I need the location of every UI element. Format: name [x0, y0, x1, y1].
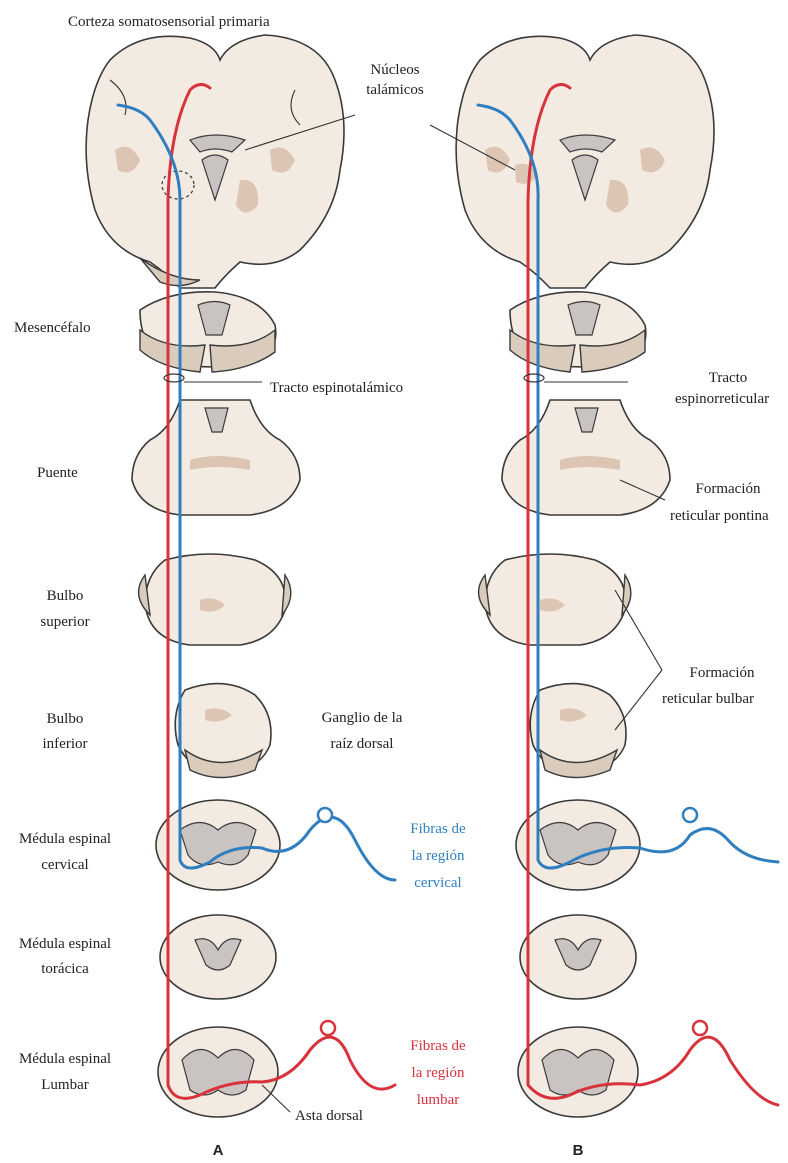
label-tracto-espinorreticular-line2: espinorreticular: [675, 391, 769, 407]
label-fibras-cervical-line2: la región: [412, 848, 465, 864]
label-fibras-lumbar-line2: la región: [412, 1065, 465, 1081]
panel-a-caption: A: [213, 1142, 224, 1159]
lower-medulla-section-b: [530, 684, 626, 778]
label-puente: Puente: [37, 465, 78, 481]
pons-section-a: [132, 400, 300, 515]
label-nucleos-line1: Núcleos: [370, 62, 419, 78]
label-medula-toracica-line2: torácica: [41, 961, 89, 977]
dorsal-root-ganglion-cervical-b: [683, 808, 697, 822]
upper-medulla-section-a: [139, 554, 291, 645]
label-formacion-bulbar-line1: Formación: [690, 665, 755, 681]
upper-medulla-section-b: [479, 554, 631, 645]
panel-a: [86, 35, 395, 1117]
label-nucleos-line2: talámicos: [366, 82, 424, 98]
panel-b: [456, 35, 778, 1117]
label-formacion-pontina-line2: reticular pontina: [670, 508, 769, 524]
label-corteza: Corteza somatosensorial primaria: [68, 14, 270, 30]
label-tracto-espinorreticular-line1: Tracto: [709, 370, 748, 386]
label-tracto-espinotalamico: Tracto espinotalámico: [270, 380, 403, 396]
cervical-cord-section-a: [156, 800, 280, 890]
label-formacion-pontina-line1: Formación: [696, 481, 761, 497]
label-medula-cervical-line2: cervical: [41, 857, 88, 873]
brain-section-a: [86, 35, 344, 288]
thoracic-cord-section-b: [520, 915, 636, 999]
panel-b-caption: B: [573, 1142, 584, 1159]
label-fibras-cervical-line3: cervical: [414, 875, 461, 891]
label-fibras-cervical-line1: Fibras de: [410, 821, 466, 837]
thoracic-cord-section-a: [160, 915, 276, 999]
label-ganglio-line1: Ganglio de la: [322, 710, 403, 726]
lower-medulla-section-a: [175, 684, 271, 778]
label-medula-lumbar-line2: Lumbar: [41, 1077, 88, 1093]
label-bulbo-superior-line1: Bulbo: [47, 588, 84, 604]
dorsal-root-ganglion-lumbar-b: [693, 1021, 707, 1035]
label-medula-toracica-line1: Médula espinal: [19, 936, 111, 952]
mesencephalon-section-b: [510, 292, 646, 372]
lumbar-cord-section-b: [518, 1027, 638, 1117]
label-formacion-bulbar-line2: reticular bulbar: [662, 691, 754, 707]
label-medula-cervical-line1: Médula espinal: [19, 831, 111, 847]
lumbar-cord-section-a: [158, 1027, 278, 1117]
label-fibras-lumbar-line3: lumbar: [417, 1092, 460, 1108]
label-mesencefalo: Mesencéfalo: [14, 320, 91, 336]
label-bulbo-inferior-line2: inferior: [43, 736, 88, 752]
cervical-cord-section-b: [516, 800, 640, 890]
label-bulbo-inferior-line1: Bulbo: [47, 711, 84, 727]
dorsal-root-ganglion-cervical-a: [318, 808, 332, 822]
dorsal-root-ganglion-lumbar-a: [321, 1021, 335, 1035]
label-fibras-lumbar-line1: Fibras de: [410, 1038, 466, 1054]
brain-section-b: [456, 35, 714, 288]
label-medula-lumbar-line1: Médula espinal: [19, 1051, 111, 1067]
label-asta-dorsal: Asta dorsal: [295, 1108, 363, 1124]
mesencephalon-section-a: [140, 292, 276, 372]
label-ganglio-line2: raíz dorsal: [331, 736, 394, 752]
label-bulbo-superior-line2: superior: [40, 614, 89, 630]
